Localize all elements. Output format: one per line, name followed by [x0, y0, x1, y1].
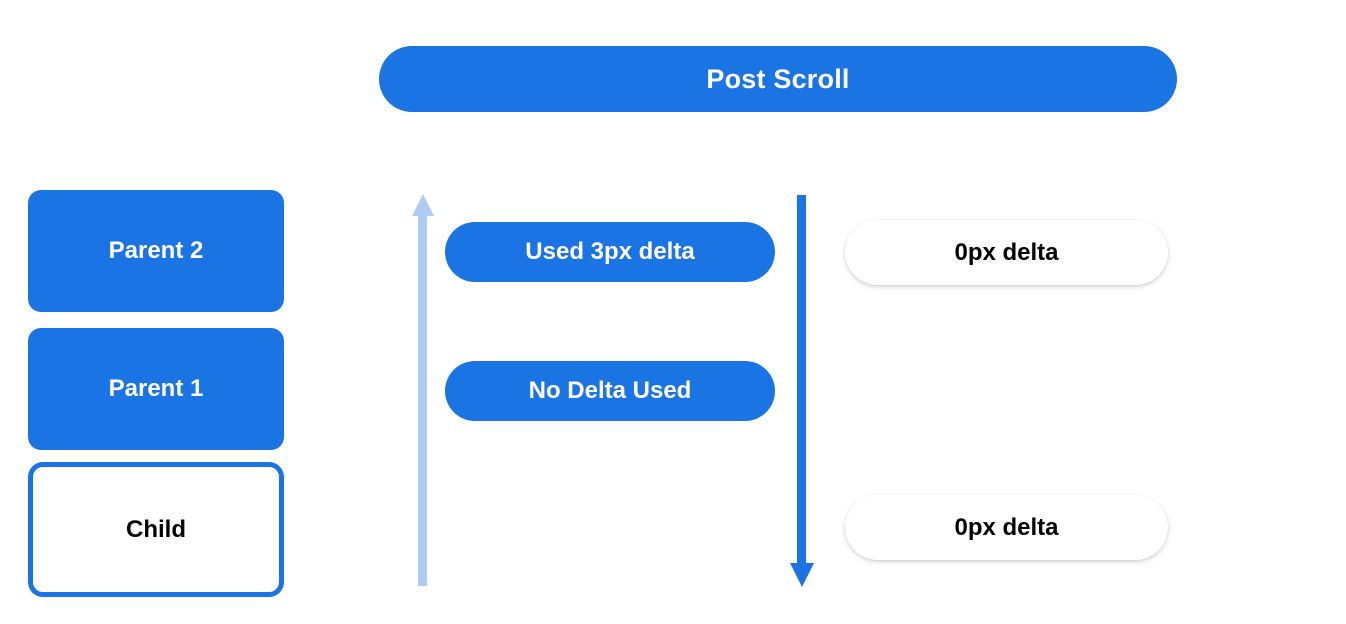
node-child-label: Child — [126, 515, 186, 543]
pill-used-delta-label: Used 3px delta — [525, 238, 695, 265]
post-scroll-header: Post Scroll — [379, 46, 1177, 112]
down-arrow-icon — [790, 563, 814, 587]
up-arrow-shaft — [418, 212, 427, 586]
pill-no-delta-used-label: No Delta Used — [528, 377, 692, 404]
up-arrow-icon — [412, 194, 434, 216]
page-title: Post Scroll — [706, 63, 850, 94]
down-arrow-shaft — [797, 195, 806, 567]
node-child: Child — [28, 462, 284, 597]
pill-delta-top: 0px delta — [845, 220, 1168, 285]
pill-delta-bottom: 0px delta — [845, 495, 1168, 560]
pill-delta-bottom-label: 0px delta — [954, 513, 1059, 541]
node-parent-2-label: Parent 2 — [108, 237, 204, 264]
pill-no-delta-used: No Delta Used — [445, 361, 775, 421]
node-parent-2: Parent 2 — [28, 190, 284, 312]
node-parent-1-label: Parent 1 — [108, 375, 204, 402]
pill-delta-top-label: 0px delta — [954, 238, 1059, 266]
node-parent-1: Parent 1 — [28, 328, 284, 450]
pill-used-delta: Used 3px delta — [445, 222, 775, 282]
